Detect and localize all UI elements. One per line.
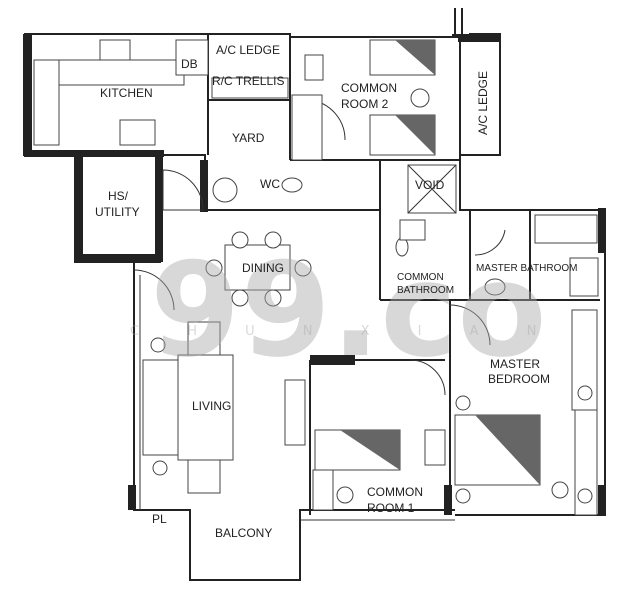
- label-balcony: BALCONY: [215, 526, 272, 540]
- label-master-bedroom-2: BEDROOM: [488, 372, 550, 386]
- label-wc: WC: [260, 177, 280, 191]
- label-living: LIVING: [192, 399, 231, 413]
- watermark: 99.co C H U N X I A N: [130, 234, 558, 386]
- label-common-room-1-2: ROOM 1: [367, 501, 415, 515]
- label-pl: PL: [152, 512, 167, 526]
- label-void: VOID: [415, 178, 445, 192]
- label-db: DB: [181, 57, 198, 71]
- label-yard: YARD: [232, 131, 265, 145]
- label-kitchen: KITCHEN: [100, 86, 153, 100]
- label-dining: DINING: [242, 261, 284, 275]
- room-labels: KITCHEN DB A/C LEDGE R/C TRELLIS YARD WC…: [95, 43, 577, 540]
- label-hs-utility-1: HS/: [108, 189, 129, 203]
- label-common-bathroom-2: BATHROOM: [397, 285, 454, 296]
- label-hs-utility-2: UTILITY: [95, 205, 140, 219]
- label-common-bathroom-1: COMMON: [397, 272, 444, 283]
- light-x-icons: [150, 337, 593, 504]
- label-common-room-2-2: ROOM 2: [341, 97, 389, 111]
- label-ac-ledge-top: A/C LEDGE: [216, 43, 280, 57]
- label-common-room-1-1: COMMON: [367, 485, 423, 499]
- label-rc-trellis: R/C TRELLIS: [212, 74, 284, 88]
- label-master-bedroom-1: MASTER: [490, 357, 540, 371]
- label-ac-ledge-right: A/C LEDGE: [476, 71, 490, 135]
- watermark-logo: 99.co: [150, 234, 547, 386]
- label-common-room-2-1: COMMON: [341, 81, 397, 95]
- furniture: [33, 39, 599, 516]
- watermark-sub: C H U N X I A N: [130, 324, 558, 339]
- label-master-bathroom: MASTER BATHROOM: [476, 263, 577, 274]
